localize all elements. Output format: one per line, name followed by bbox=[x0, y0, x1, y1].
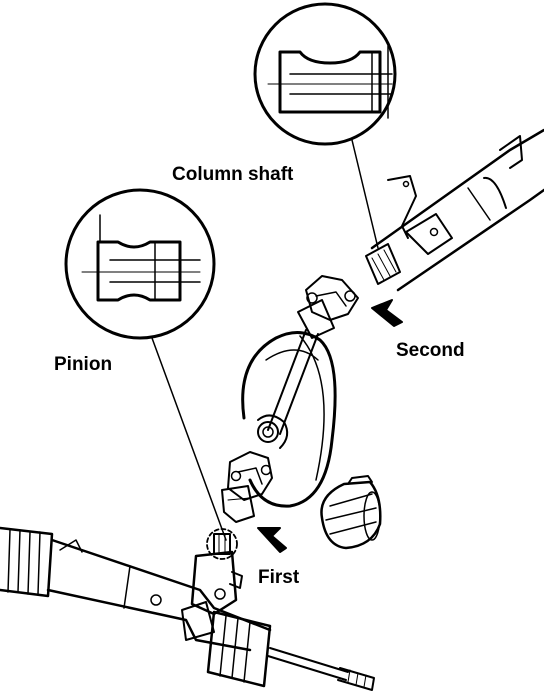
column-shaft-detail-callout bbox=[253, 2, 397, 249]
column-shaft-spline-profile bbox=[267, 45, 393, 119]
upper-universal-joint bbox=[297, 275, 359, 339]
pinion-detail-callout bbox=[64, 188, 227, 541]
column-shaft-label: Column shaft bbox=[172, 164, 294, 185]
intermediate-shaft bbox=[221, 275, 359, 523]
second-label: Second bbox=[396, 340, 465, 361]
lower-universal-joint bbox=[221, 451, 273, 523]
callout-leader-column bbox=[351, 139, 379, 249]
column-shaft-spline bbox=[365, 243, 401, 285]
callout-leader-pinion bbox=[151, 337, 227, 541]
pinion-spline bbox=[206, 528, 238, 560]
tie-rod bbox=[267, 647, 375, 691]
pinion-label: Pinion bbox=[54, 354, 112, 375]
pinion-spline-profile bbox=[81, 214, 201, 302]
pinion-housing bbox=[181, 550, 243, 641]
first-label: First bbox=[258, 567, 300, 588]
arrow-icon bbox=[257, 527, 287, 553]
steering-rack-assembly bbox=[0, 526, 375, 691]
column-mount-bracket bbox=[387, 175, 453, 255]
dust-seal-boot bbox=[241, 331, 337, 508]
rubber-boot bbox=[320, 475, 382, 550]
arrow-icon bbox=[371, 299, 403, 327]
left-rack-bellows bbox=[0, 526, 54, 598]
steering-column bbox=[365, 128, 544, 292]
right-rack-bellows bbox=[206, 610, 272, 688]
